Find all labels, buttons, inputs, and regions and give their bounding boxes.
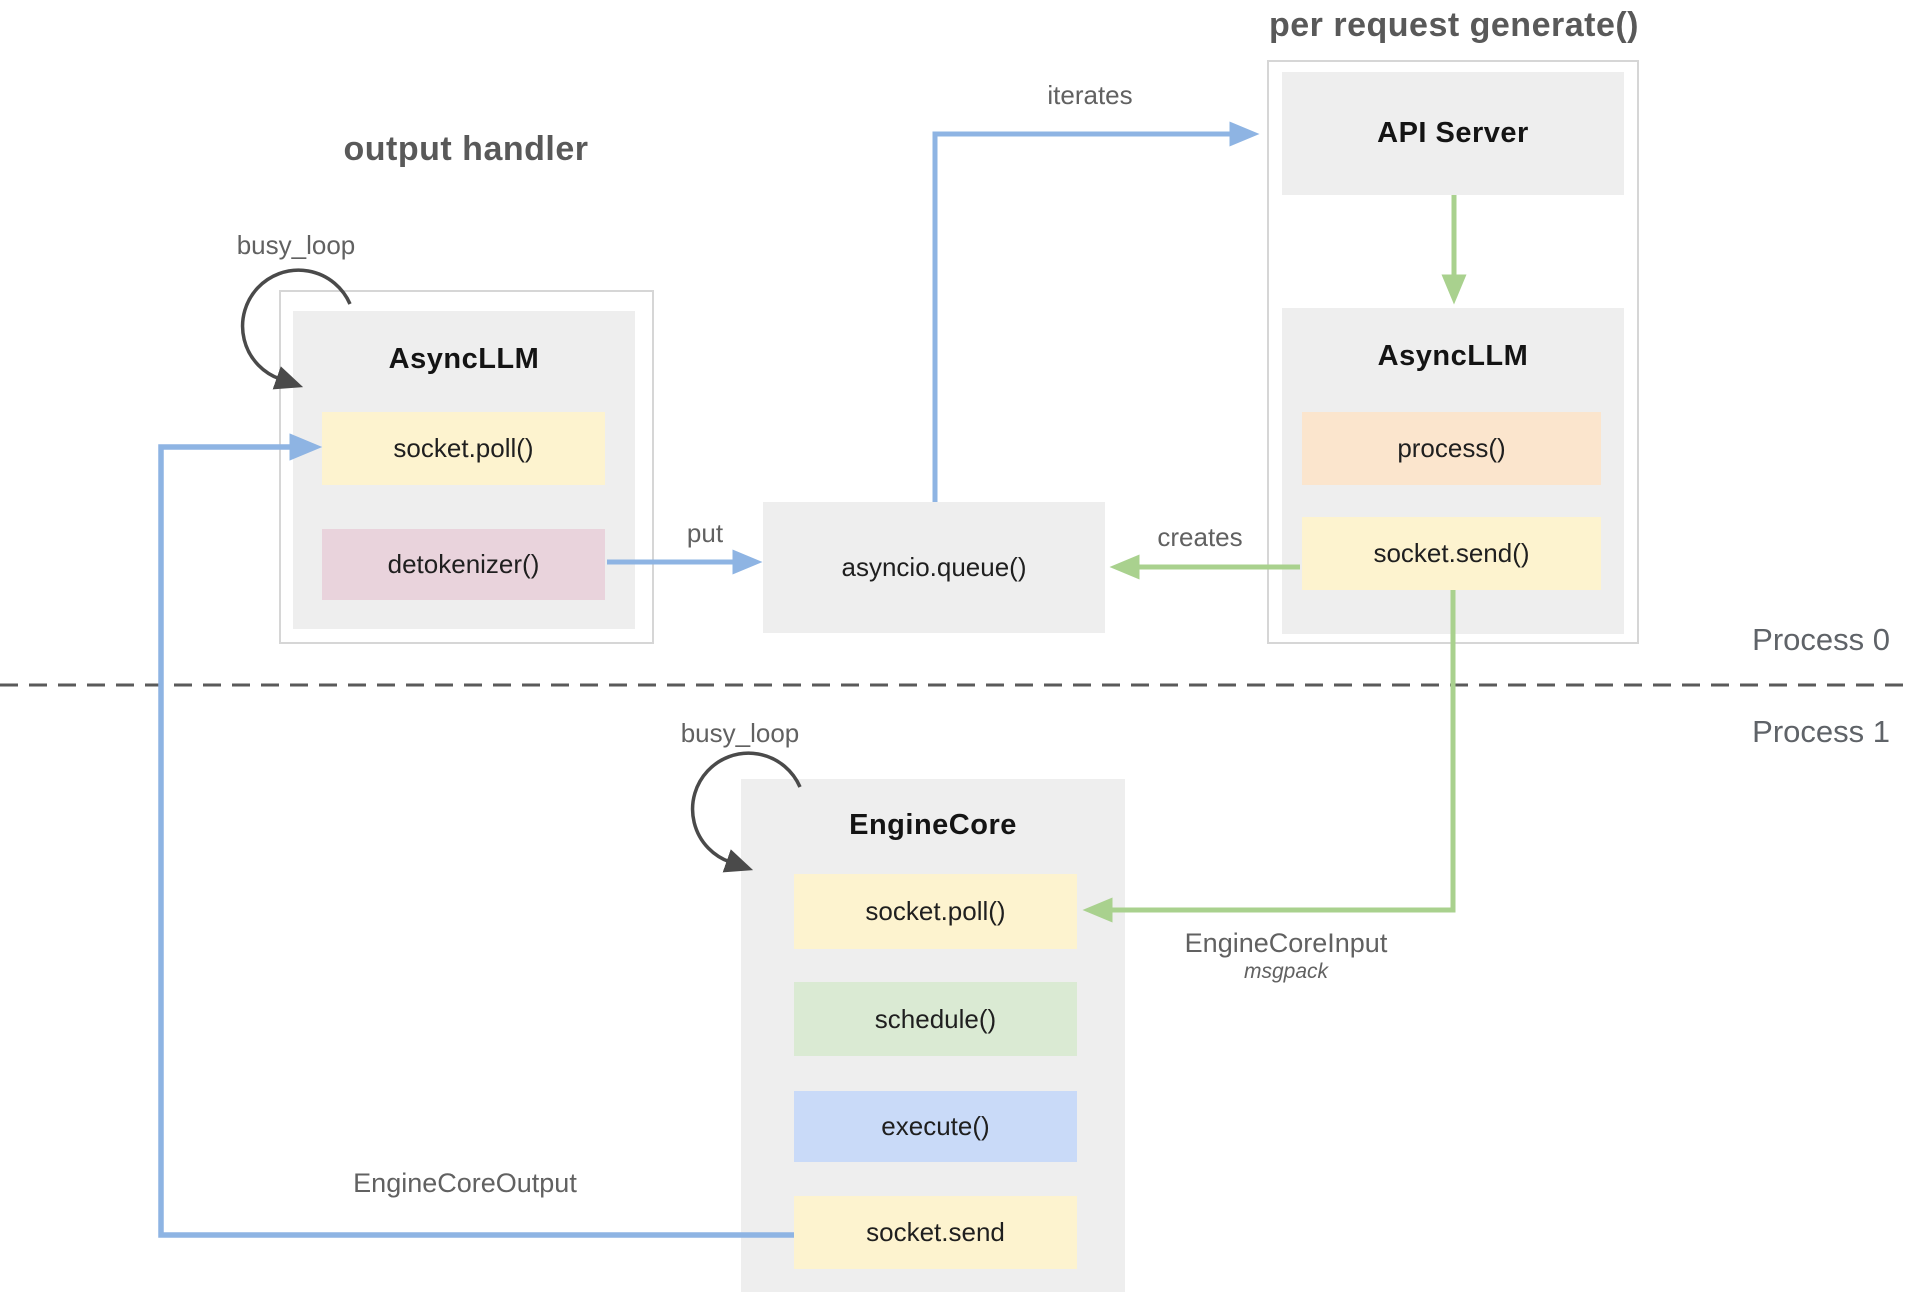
output-handler-title: output handler <box>343 130 589 168</box>
process-1-label: Process 1 <box>1752 714 1890 749</box>
creates-label: creates <box>1157 522 1243 552</box>
right-socket-send-method: socket.send() <box>1302 517 1601 590</box>
right-asyncllm-box: AsyncLLM process() socket.send() <box>1282 308 1624 634</box>
process-0-label: Process 0 <box>1752 622 1890 657</box>
iterates-arrow <box>932 121 1260 502</box>
engine-core-title: EngineCore <box>849 809 1017 841</box>
left-asyncllm-title: AsyncLLM <box>388 343 540 375</box>
engine-core-output-label: EngineCoreOutput <box>353 1168 577 1198</box>
put-label: put <box>686 518 724 548</box>
left-asyncllm-box: AsyncLLM socket.poll() detokenizer() <box>293 311 635 629</box>
process-method: process() <box>1302 412 1601 485</box>
iterates-label: iterates <box>1047 80 1133 110</box>
right-asyncllm-title: AsyncLLM <box>1377 340 1529 372</box>
msgpack-label: msgpack <box>1243 960 1329 983</box>
per-request-generate-title: per request generate() <box>1269 6 1639 44</box>
left-detokenizer-method: detokenizer() <box>322 529 605 600</box>
busy-loop-bottom-label: busy_loop <box>680 718 800 748</box>
api-server-title: API Server <box>1377 117 1529 149</box>
execute-method: execute() <box>794 1091 1077 1162</box>
engine-socket-send-method: socket.send <box>794 1196 1077 1269</box>
asyncio-queue-box: asyncio.queue() <box>763 502 1105 633</box>
schedule-method: schedule() <box>794 982 1077 1056</box>
api-server-box: API Server <box>1282 72 1624 195</box>
engine-core-input-label: EngineCoreInput <box>1184 928 1388 958</box>
busy-loop-top-label: busy_loop <box>236 230 356 260</box>
engine-core-box: EngineCore socket.poll() schedule() exec… <box>741 779 1125 1292</box>
left-socket-poll-method: socket.poll() <box>322 412 605 485</box>
engine-socket-poll-method: socket.poll() <box>794 874 1077 949</box>
